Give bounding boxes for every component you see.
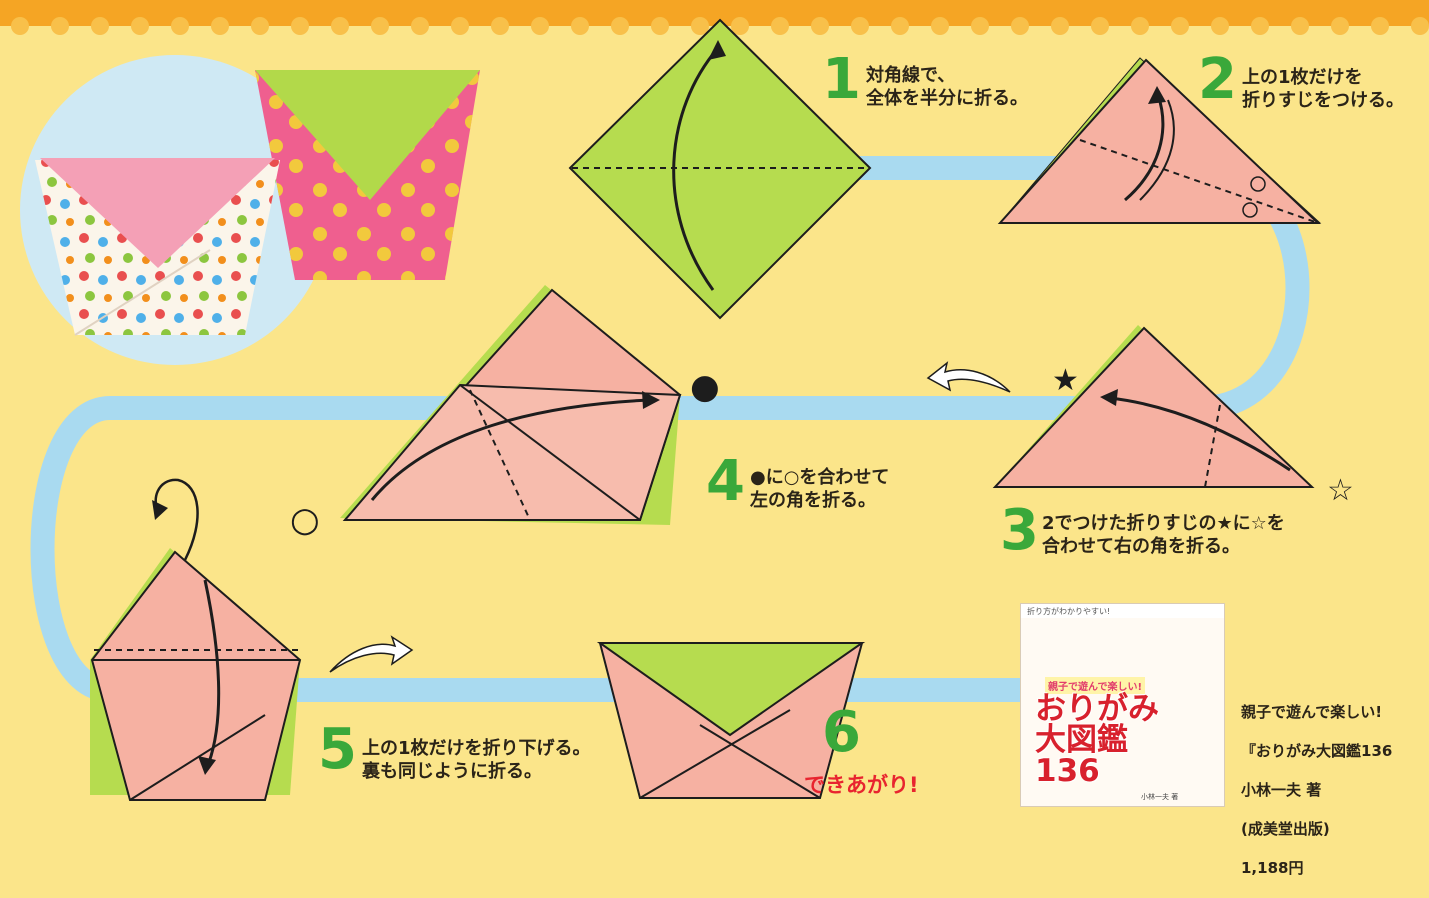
step3-instruction: 2でつけた折りすじの★に☆を 合わせて右の角を折る。 [1042, 513, 1285, 558]
book-info-line4: (成美堂出版) [1241, 819, 1330, 838]
step5-diagram [90, 478, 302, 801]
book-info-line3: 小林一夫 著 [1241, 780, 1322, 799]
filled-star-icon: ★ [1052, 363, 1079, 398]
book-info-line1: 親子で遊んで楽しい! [1241, 702, 1383, 721]
book-subtitle: 親子で遊んで楽しい! [1045, 677, 1146, 694]
step1-instruction: 対角線で、 全体を半分に折る。 [866, 65, 1028, 110]
step2-diagram [997, 57, 1322, 224]
book-top-band [1021, 604, 1224, 618]
step5-number: 5 [318, 717, 357, 782]
step3-diagram [992, 325, 1315, 488]
top-banner [0, 0, 1429, 35]
step1-diagram [568, 18, 872, 320]
book-title: おりがみ 大図鑑 136 [1035, 691, 1159, 789]
finished-cups-photo [20, 55, 480, 365]
step5-instruction: 上の1枚だけを折り下げる。 裏も同じように折る。 [362, 738, 591, 783]
step6-number: 6 [822, 700, 861, 765]
book-cover: 折り方がわかりやすい! 親子で遊んで楽しい! おりがみ 大図鑑 136 小林一夫… [1020, 603, 1225, 807]
step2-instruction: 上の1枚だけを 折りすじをつける。 [1242, 67, 1404, 112]
step2-number: 2 [1198, 47, 1237, 112]
filled-dot-icon: ● [690, 367, 720, 407]
step3-number: 3 [1000, 498, 1039, 563]
step4-number: 4 [706, 449, 745, 514]
curved-fold-arrow-icon [672, 47, 720, 291]
book-top-caption: 折り方がわかりやすい! [1027, 607, 1111, 616]
step1-number: 1 [822, 47, 861, 112]
hollow-next-arrow-icon [926, 361, 1011, 393]
step4-instruction: ●に○を合わせて 左の角を折る。 [750, 467, 890, 512]
outline-star-icon: ☆ [1327, 473, 1354, 508]
step4-diagram [340, 285, 682, 525]
outline-dot-icon: ○ [290, 500, 320, 540]
hollow-next-arrow-icon [329, 635, 414, 673]
book-info: 親子で遊んで楽しい! 『おりがみ大図鑑136 小林一夫 著 (成美堂出版) 1,… [1241, 683, 1392, 898]
step6-done-label: できあがり! [804, 773, 919, 797]
book-author: 小林一夫 著 [1141, 793, 1179, 801]
turn-over-arrow-icon [154, 478, 199, 561]
book-info-line5: 1,188円 [1241, 858, 1304, 877]
step6-diagram [596, 642, 866, 799]
book-info-line2: 『おりがみ大図鑑136 [1241, 741, 1393, 760]
